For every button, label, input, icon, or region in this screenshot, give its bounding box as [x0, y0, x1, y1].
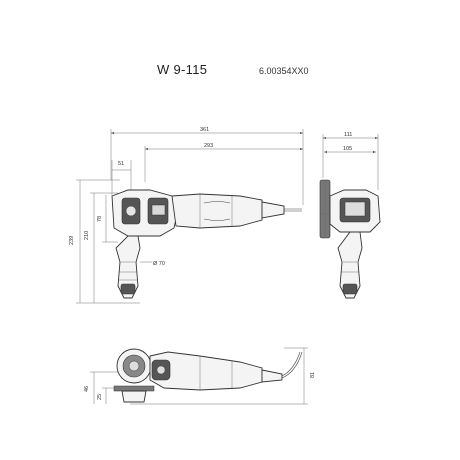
- dim-side-base: 25: [97, 394, 103, 400]
- side-view: 81 46 25: [84, 347, 316, 405]
- dim-grip-diameter: Ø 70: [153, 261, 165, 267]
- top-view: 361 293 51 239 210 78: [69, 127, 304, 304]
- part-number: 6.00354XX0: [259, 66, 309, 76]
- dim-body-width: 105: [343, 146, 352, 152]
- model-title: W 9-115: [157, 62, 208, 77]
- dim-total-height: 239: [69, 236, 75, 245]
- dim-top-width: 111: [344, 132, 352, 138]
- dim-side-height: 81: [310, 372, 316, 378]
- dim-height-to-handle: 210: [84, 231, 90, 240]
- dim-head-offset: 51: [118, 161, 124, 167]
- dim-overall-length: 361: [200, 127, 209, 133]
- front-view: 111 105: [319, 132, 381, 299]
- dim-head-height: 78: [97, 216, 103, 222]
- dim-body-length: 293: [204, 143, 213, 149]
- dim-side-guard: 46: [84, 386, 90, 392]
